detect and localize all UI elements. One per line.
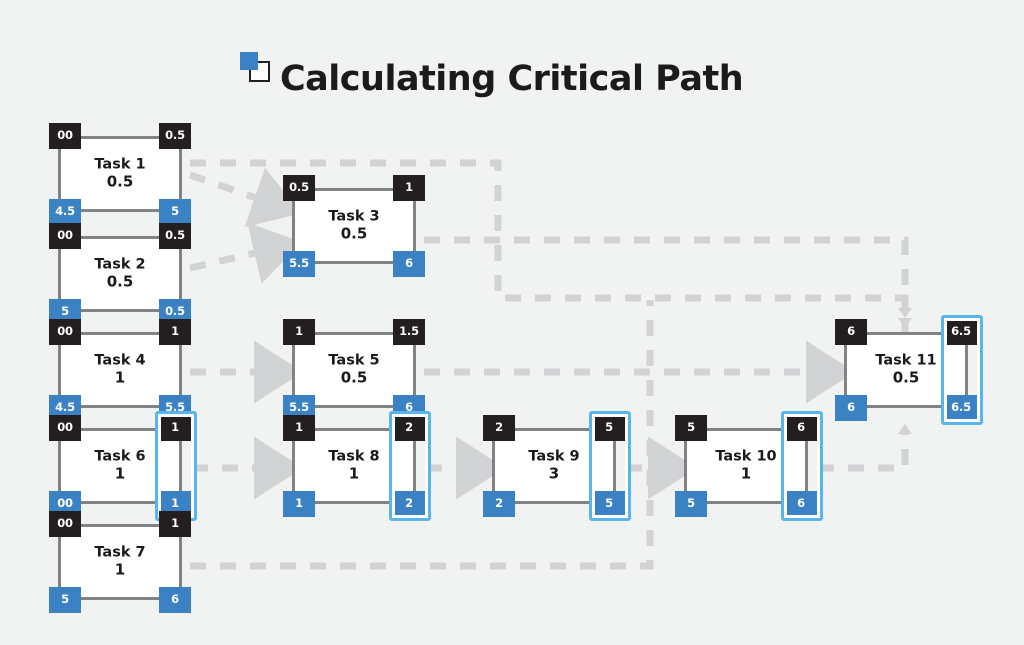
critical-path-highlight xyxy=(155,411,197,521)
node-corner-ef: 0.5 xyxy=(159,223,191,249)
node-corner-es: 00 xyxy=(49,223,81,249)
critical-path-highlight-inner xyxy=(392,414,428,518)
node-corner-ls: 5 xyxy=(675,491,707,517)
node-corner-ls: 6 xyxy=(835,395,867,421)
page-title: Calculating Critical Path xyxy=(280,59,744,99)
node-corner-lf: 6 xyxy=(393,251,425,277)
node-corner-ls: 5.5 xyxy=(283,251,315,277)
logo-blue-square xyxy=(240,52,258,70)
critical-path-highlight-inner xyxy=(592,414,628,518)
edge-task3-task11 xyxy=(424,236,909,310)
node-corner-lf: 6.5 xyxy=(945,395,977,421)
node-corner-lf: 2 xyxy=(393,491,425,517)
critical-path-highlight-inner xyxy=(944,318,980,422)
node-corner-lf: 6 xyxy=(159,587,191,613)
node-corner-es: 00 xyxy=(49,511,81,537)
critical-path-highlight xyxy=(389,411,431,521)
node-corner-lf: 5 xyxy=(593,491,625,517)
node-corner-ef: 5 xyxy=(593,415,625,441)
page-header: Calculating Critical Path xyxy=(240,48,744,99)
node-corner-ef: 1 xyxy=(159,319,191,345)
node-corner-es: 00 xyxy=(49,123,81,149)
node-corner-es: 1 xyxy=(283,319,315,345)
node-corner-es: 00 xyxy=(49,415,81,441)
node-corner-ls: 2 xyxy=(483,491,515,517)
node-corner-lf: 6 xyxy=(785,491,817,517)
node-corner-es: 0.5 xyxy=(283,175,315,201)
node-corner-es: 1 xyxy=(283,415,315,441)
node-corner-es: 5 xyxy=(675,415,707,441)
arrowhead-down-b xyxy=(898,318,912,328)
node-corner-ef: 1.5 xyxy=(393,319,425,345)
two-squares-logo-icon xyxy=(240,52,274,86)
node-corner-ls: 1 xyxy=(283,491,315,517)
critical-path-highlight-inner xyxy=(784,414,820,518)
node-corner-lf: 5 xyxy=(159,199,191,225)
critical-path-highlight xyxy=(941,315,983,425)
node-corner-ls: 5 xyxy=(49,587,81,613)
arrowhead-down-a xyxy=(898,308,912,318)
node-corner-ef: 1 xyxy=(159,511,191,537)
critical-path-highlight xyxy=(589,411,631,521)
edge-task1-task3 xyxy=(188,167,302,228)
node-corner-es: 2 xyxy=(483,415,515,441)
critical-path-highlight xyxy=(781,411,823,521)
node-corner-ef: 1 xyxy=(159,415,191,441)
critical-path-highlight-inner xyxy=(158,414,194,518)
node-corner-ef: 1 xyxy=(393,175,425,201)
arrowhead-up-task10 xyxy=(898,424,912,434)
node-corner-ef: 0.5 xyxy=(159,123,191,149)
node-corner-ls: 4.5 xyxy=(49,199,81,225)
edge-task10-task11 xyxy=(818,430,909,472)
edge-task2-task3 xyxy=(189,222,303,284)
node-corner-ef: 6.5 xyxy=(945,319,977,345)
node-corner-ef: 6 xyxy=(785,415,817,441)
node-corner-es: 00 xyxy=(49,319,81,345)
node-corner-ef: 2 xyxy=(393,415,425,441)
node-corner-es: 6 xyxy=(835,319,867,345)
